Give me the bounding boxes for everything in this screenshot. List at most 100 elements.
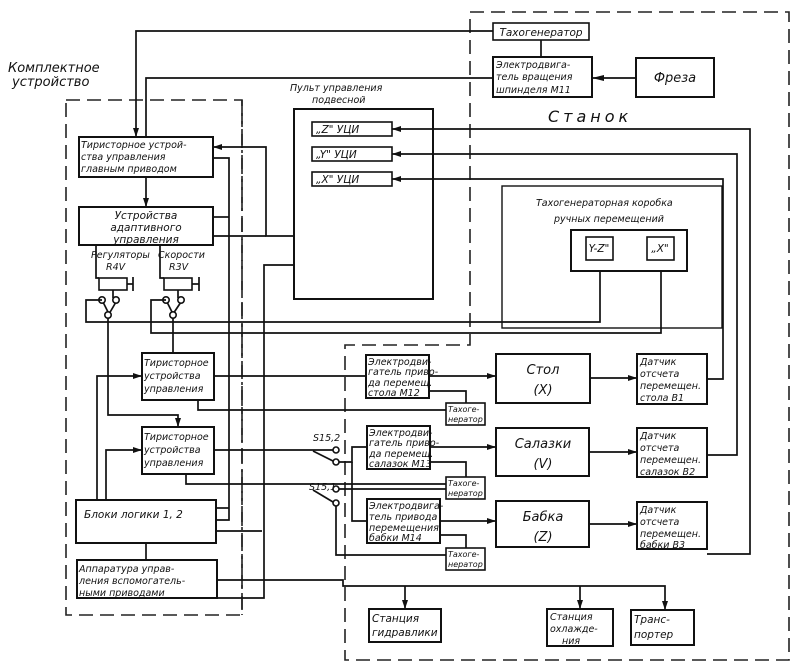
adaptive-label-2: адаптивного	[110, 222, 181, 234]
sensor-b2	[636, 427, 708, 478]
complete-device-boundary	[65, 99, 243, 616]
aux-drive-control-block	[76, 559, 218, 599]
logic-blocks	[75, 499, 217, 544]
head-label: Бабка	[523, 510, 564, 525]
table-label: Стол	[527, 363, 560, 378]
dro-z-label: „Z" УЦИ	[316, 124, 359, 136]
slide-label: Салазки	[515, 437, 572, 452]
switch-s15-1-label: S15,1	[309, 482, 336, 493]
tacho-2-label-2: нератор	[448, 489, 483, 498]
tachogenerator-top-label: Тахогенератор	[499, 27, 582, 39]
hydraulics-label-2: гидравлики	[372, 627, 438, 639]
sensor-b2-label-2: отсчета	[640, 443, 680, 454]
wiring	[85, 30, 751, 610]
thyristor-block-1	[141, 352, 215, 401]
thyristor-main-label-1: Тиристорное устрой-	[81, 140, 187, 151]
hydraulics-label-1: Станция	[372, 613, 419, 625]
motor-slide-label-1: Электродви-	[368, 428, 433, 439]
sensor-b3-label-4: бабки В3	[640, 540, 685, 551]
regulator-r3v	[163, 277, 193, 291]
aux-label-3: ными приводами	[79, 588, 165, 599]
tacho-x	[646, 236, 675, 261]
regulators-label: Регуляторы	[91, 250, 150, 261]
motor-table-label-4: стола М12	[368, 388, 420, 399]
tacho-1-label-2: нератор	[448, 415, 483, 424]
complete-device-label-1: Комплектное	[8, 61, 100, 76]
tacho-3-label-1: Тахоге-	[448, 550, 480, 559]
head-axis-label: (Z)	[533, 530, 552, 545]
thyristor-main-label-2: ства управления	[81, 152, 166, 163]
tacho-yz	[585, 236, 614, 261]
selector-r3v	[162, 295, 186, 319]
motor-head-label-2: тель привода	[369, 512, 437, 523]
motor-table-label-3: да перемещ.	[367, 378, 432, 389]
adaptive-label-1: Устройства	[115, 210, 178, 222]
cooling-label-2: охлажде-	[550, 624, 598, 635]
spindle-motor-block	[492, 56, 593, 98]
thyristor-2-label-3: управления	[143, 458, 204, 469]
motor-slide-label-3: да перемещ.	[368, 449, 433, 460]
machine-label: Станок	[548, 107, 632, 126]
cooling-station	[546, 608, 614, 647]
mill-label: Фреза	[654, 71, 696, 86]
motor-head-label-4: бабки М14	[369, 533, 422, 544]
logic-blocks-label: Блоки логики 1, 2	[84, 509, 183, 521]
spindle-motor-label-2: тель вращения	[496, 72, 573, 83]
cooling-label-1: Станция	[550, 612, 593, 623]
sensor-b3-label-1: Датчик	[639, 505, 677, 516]
tacho-3-label-2: нератор	[448, 560, 483, 569]
sensor-b3-label-3: перемещен.	[640, 529, 701, 540]
spindle-motor-label-1: Электродвига-	[495, 60, 571, 71]
arrowheads	[133, 75, 668, 610]
sensor-b1-label-3: перемещен.	[640, 381, 701, 392]
sensor-b2-label-4: салазок В2	[640, 467, 695, 478]
tacho-2-label-1: Тахоге-	[448, 479, 480, 488]
pendant-label-1: Пульт управления	[290, 83, 383, 94]
conveyor-label-2: портер	[634, 629, 674, 641]
complete-device-label-2: устройство	[11, 75, 89, 90]
aux-label-1: Аппаратура управ-	[78, 564, 175, 575]
pendant-panel	[293, 108, 434, 300]
pendant-label-2: подвесной	[312, 95, 365, 106]
sensor-b2-label-1: Датчик	[639, 431, 677, 442]
tacho-box-label-2: ручных перемещений	[553, 214, 664, 225]
thyristor-2-label-1: Тиристорное	[144, 432, 209, 443]
thyristor-1-label-1: Тиристорное	[144, 358, 209, 369]
table-x-block	[495, 353, 591, 404]
tacho-1-label-1: Тахоге-	[448, 405, 480, 414]
motor-head-block	[366, 498, 441, 544]
sensor-b1-label-2: отсчета	[640, 369, 680, 380]
thyristor-1-label-2: устройства	[143, 371, 201, 382]
cooling-label-3: ния	[562, 636, 580, 647]
head-z-block	[495, 500, 590, 548]
sensor-b3-label-2: отсчета	[640, 517, 680, 528]
dro-x-label: „X" УЦИ	[316, 174, 359, 186]
motor-table-label-2: гатель приво-	[368, 367, 439, 378]
sensor-b2-label-3: перемещен.	[640, 455, 701, 466]
sensor-b1-label-1: Датчик	[639, 357, 677, 368]
aux-label-2: ления вспомогатель-	[78, 576, 186, 587]
dro-y-label: „Y" УЦИ	[316, 149, 357, 161]
tacho-yz-label: Y-Z"	[589, 243, 610, 255]
sensor-b1-label-4: стола В1	[640, 393, 684, 404]
conveyor-label-1: Транс-	[634, 614, 670, 626]
motor-table-label-1: Электродви-	[367, 357, 432, 368]
table-axis-label: (X)	[533, 383, 552, 398]
motor-slide-label-2: гатель приво-	[369, 438, 440, 449]
tacho-x-label: „X"	[651, 243, 668, 255]
spindle-motor-label-3: шпинделя М11	[496, 85, 571, 96]
speed-label: Скорости	[158, 250, 205, 261]
tacho-box-label-1: Тахогенераторная коробка	[536, 198, 673, 209]
sensor-b1	[636, 353, 708, 405]
thyristor-1-label-3: управления	[143, 384, 204, 395]
adaptive-label-3: управления	[112, 234, 179, 246]
machine-boundary	[344, 11, 790, 661]
motor-head-label-1: Электродвига-	[368, 501, 444, 512]
thyristor-2-label-2: устройства	[143, 445, 201, 456]
regulator-r4v	[98, 277, 128, 291]
regulator-r4v-label: R4V	[106, 262, 127, 273]
thyristor-main-label-3: главным приводом	[81, 164, 177, 175]
hydraulics-station	[368, 608, 442, 643]
slide-axis-label: (V)	[533, 457, 552, 472]
